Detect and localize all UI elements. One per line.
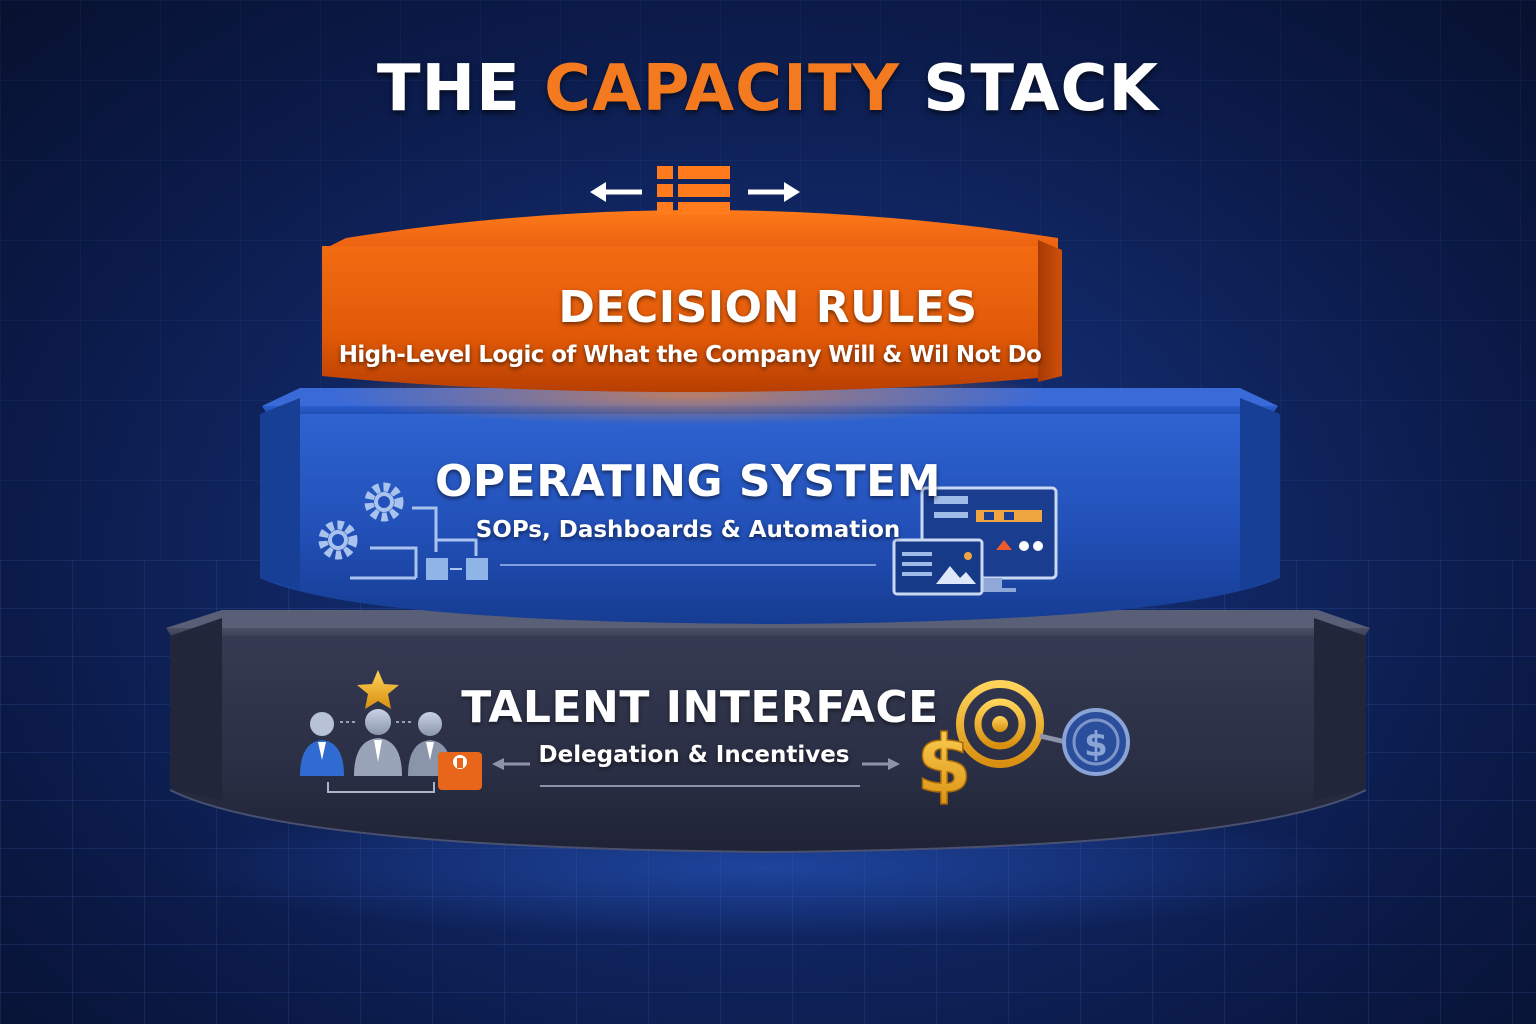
- os-layer-left-side: [260, 398, 300, 590]
- talent-layer-right-side: [1314, 618, 1366, 800]
- team-icon: [300, 709, 482, 793]
- operating-system-subtitle: SOPs, Dashboards & Automation: [475, 517, 901, 543]
- talent-interface-subtitle: Delegation & Incentives: [538, 742, 850, 768]
- dollar-target-icon: $ $: [915, 680, 1130, 812]
- list-blocks-icon: [657, 166, 730, 215]
- talent-layer-front: [170, 636, 1366, 852]
- title-suffix: STACK: [923, 52, 1160, 126]
- svg-text:$: $: [1084, 725, 1108, 765]
- decision-rules-subtitle: High-Level Logic of What the Company Wil…: [338, 342, 1042, 368]
- operating-system-heading: OPERATING SYSTEM: [435, 456, 941, 507]
- decision-layer-top: [322, 210, 1058, 250]
- star-icon: [357, 670, 399, 709]
- gears-icon: [318, 482, 404, 560]
- os-layer-right-side: [1240, 398, 1280, 590]
- flowchart-icon: [350, 506, 488, 580]
- title-highlight: CAPACITY: [544, 52, 900, 126]
- talent-layer-left-side: [170, 618, 222, 800]
- decision-rules-heading: DECISION RULES: [558, 282, 978, 333]
- decision-layer-front: [322, 246, 1058, 392]
- page-title: THE CAPACITY STACK: [0, 52, 1536, 126]
- dashboard-monitor-icon: [892, 486, 1058, 596]
- decision-icons: [590, 166, 800, 215]
- svg-text:$: $: [916, 718, 972, 811]
- arrow-right-icon: [748, 182, 800, 202]
- talent-interface-heading: TALENT INTERFACE: [461, 682, 939, 733]
- decision-layer-right-side: [1038, 240, 1062, 382]
- layer-decision-rules: [322, 210, 1062, 425]
- title-prefix: THE: [376, 52, 521, 126]
- talent-layer-edge: [169, 789, 1367, 854]
- talent-connectors: [492, 758, 900, 787]
- arrow-left-icon: [590, 182, 642, 202]
